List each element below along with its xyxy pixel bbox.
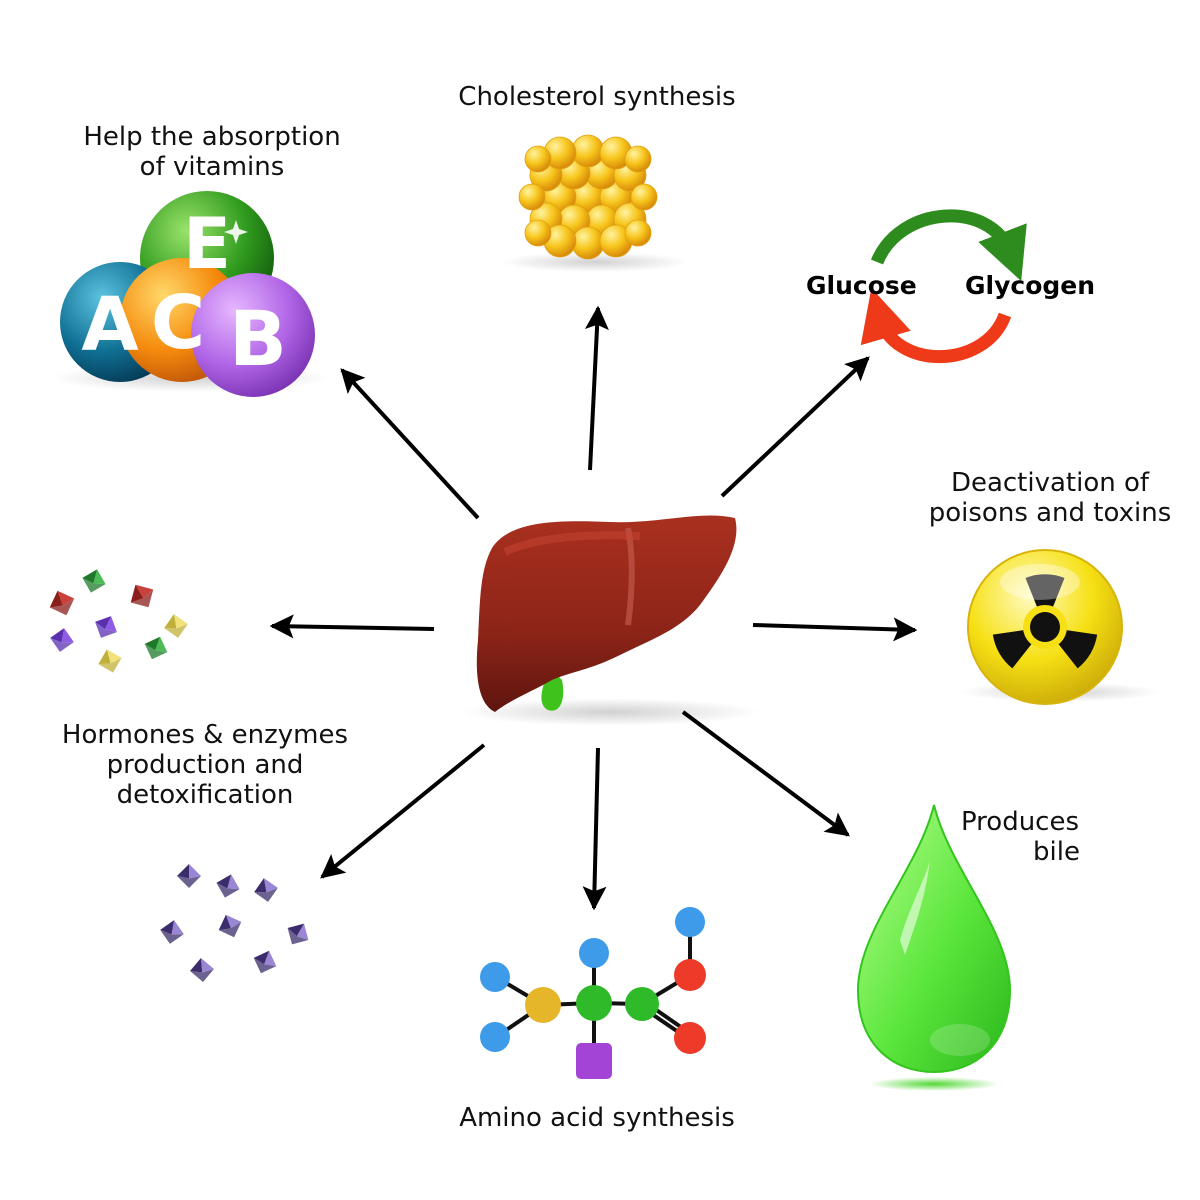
hormones-label: Hormones & enzymes production and detoxi… (55, 720, 355, 810)
crystal (130, 584, 154, 608)
cycle-arrows-icon (860, 209, 1027, 364)
fat-globule (518, 183, 546, 211)
amino-label-line-1: Amino acid synthesis (459, 1103, 735, 1133)
fat-globule (571, 226, 605, 260)
fat-cluster-icon (500, 134, 690, 272)
vitamin-e-letter: E (183, 203, 231, 285)
arrow-to-bile (681, 710, 850, 837)
bile-label: Produces bile (940, 807, 1100, 867)
crystal (177, 864, 201, 888)
fat-globule (630, 183, 658, 211)
glucose-label: Glucose (806, 271, 917, 300)
crystal (98, 649, 122, 673)
crystal (82, 569, 106, 593)
crystals-icon (160, 864, 309, 982)
crystal (144, 636, 168, 660)
molecule-icon (480, 907, 706, 1079)
vitamin-a-letter: A (81, 282, 138, 368)
crystal (253, 950, 277, 974)
vitamins-label: Help the absorption of vitamins (62, 122, 362, 182)
bile-label-line-2: bile (1033, 837, 1080, 867)
fat-globule (524, 219, 552, 247)
amino-label: Amino acid synthesis (447, 1103, 747, 1133)
crystal (218, 914, 242, 938)
hormones-label-line-2: production and (106, 750, 304, 780)
hormones-label-line-3: detoxification (116, 780, 294, 810)
arrow-to-cholesterol (584, 305, 609, 471)
hormones-label-line-1: Hormones & enzymes (61, 720, 349, 750)
crystal (160, 920, 184, 944)
vitamin-balls-icon: E A C B (50, 191, 330, 397)
crystal (190, 958, 214, 982)
crystal (95, 616, 117, 638)
arrows (269, 305, 918, 911)
crystal (164, 614, 188, 638)
cholesterol-label-line-1: Cholesterol synthesis (458, 82, 736, 112)
arrow-to-glucose-cycle (720, 356, 870, 498)
fat-globule (524, 145, 552, 173)
cholesterol-label: Cholesterol synthesis (447, 82, 747, 112)
glycogen-label: Glycogen (965, 271, 1096, 300)
arrow-to-vitamins (340, 368, 480, 520)
arrow-to-amino (582, 747, 607, 911)
arrow-to-toxins (752, 617, 918, 642)
bile-label-line-1: Produces (960, 807, 1080, 837)
fat-globule (571, 134, 605, 168)
radiation-icon (960, 549, 1160, 705)
crystal (287, 923, 309, 945)
colored-crystals-icon (49, 569, 188, 673)
arrow-to-crystals (320, 743, 486, 879)
crystal (254, 878, 278, 902)
toxins-label: Deactivation of poisons and toxins (920, 468, 1180, 528)
vitamins-label-line-2: of vitamins (139, 152, 285, 182)
toxins-label-line-1: Deactivation of (950, 468, 1150, 498)
toxins-label-line-2: poisons and toxins (928, 498, 1172, 528)
vitamin-c-letter: C (151, 280, 205, 366)
vitamin-b-letter: B (229, 294, 287, 383)
crystal (216, 874, 240, 898)
drop-icon (856, 804, 1012, 1091)
crystal (49, 590, 75, 616)
fat-globule (624, 145, 652, 173)
liver-icon (460, 515, 760, 726)
fat-globule (624, 219, 652, 247)
vitamins-label-line-1: Help the absorption (83, 122, 341, 152)
arrow-to-hormones (269, 614, 435, 639)
crystal (50, 628, 74, 652)
